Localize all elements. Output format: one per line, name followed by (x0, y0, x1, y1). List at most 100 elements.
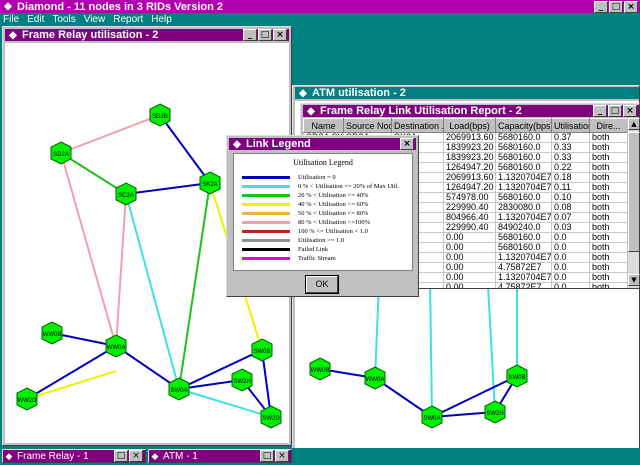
legend-swatch (242, 194, 290, 197)
menu-view[interactable]: View (83, 14, 106, 25)
column-header[interactable]: Destination ... (391, 118, 444, 133)
fr-node-ww0b[interactable]: WW0B (41, 321, 63, 345)
menu-file[interactable]: File (3, 14, 20, 25)
link[interactable] (125, 193, 180, 390)
atm-node-sw0a[interactable]: SW0A (421, 405, 443, 429)
restore-button[interactable]: □ (114, 450, 128, 462)
link[interactable] (261, 349, 272, 418)
fr-node-sd2a[interactable]: SD2A (50, 141, 72, 165)
fr-node-sw0a[interactable]: SW0A (168, 377, 190, 401)
link[interactable] (26, 345, 117, 400)
link[interactable] (115, 193, 127, 347)
atm-node-ww0a[interactable]: WW0A (364, 366, 386, 390)
legend-swatch (242, 239, 290, 242)
link[interactable] (178, 349, 263, 390)
menu-help[interactable]: Help (151, 14, 172, 25)
report-titlebar[interactable]: ◆ Frame Relay Link Utilisation Report - … (303, 105, 639, 117)
fr-node-sd2b[interactable]: SD2B (149, 103, 171, 127)
fr-node-ww2d[interactable]: WW2D (16, 387, 38, 411)
scroll-down-arrow-icon[interactable]: ▼ (628, 274, 640, 286)
link[interactable] (178, 388, 272, 418)
column-header[interactable]: Utilisation (551, 118, 590, 133)
legend-label: 0 % < Utilisation <= 20% of Max Util. (298, 183, 400, 190)
menubar: File Edit Tools View Report Help (0, 13, 640, 26)
legend-label: 80 % < Utilisation <=100% (298, 219, 371, 226)
report-maximize-button[interactable]: □ (608, 105, 622, 117)
report-vertical-scrollbar[interactable]: ▲ ▼ (627, 118, 640, 288)
restore-button[interactable]: □ (260, 450, 274, 462)
link[interactable] (178, 182, 211, 390)
fr-node-sk2a[interactable]: SK2A (199, 171, 221, 195)
link[interactable] (26, 370, 117, 400)
fr-maximize-button[interactable]: □ (258, 29, 272, 41)
close-button[interactable]: × (129, 450, 143, 462)
report-minimize-button[interactable]: _ (593, 105, 607, 117)
table-cell: 1.1320704E7 (495, 182, 552, 193)
legend-item: Utilisation >= 1.0 (234, 236, 412, 245)
atm-node-sw0b[interactable]: SW0B (506, 364, 528, 388)
column-header[interactable]: Dire... (589, 118, 627, 133)
fr-node-sw2d[interactable]: SW2D (260, 405, 282, 429)
fr-node-ww0a[interactable]: WW0A (105, 334, 127, 358)
table-cell: 4.75872E7 (495, 282, 552, 288)
table-cell: 0.33 (551, 152, 590, 163)
window-icon: ◆ (9, 29, 17, 41)
column-header[interactable]: Name (303, 118, 344, 133)
frame-relay-window[interactable]: ◆ Frame Relay utilisation - 2 _ □ × (2, 26, 292, 446)
menu-tools[interactable]: Tools (52, 14, 76, 25)
svg-text:WW0B: WW0B (311, 368, 330, 374)
table-cell: both (589, 162, 627, 173)
menu-edit[interactable]: Edit (27, 14, 45, 25)
legend-item: 80 % < Utilisation <=100% (234, 218, 412, 227)
svg-text:SD2A: SD2A (53, 152, 69, 158)
ok-button[interactable]: OK (305, 275, 339, 294)
link[interactable] (60, 114, 161, 154)
atm-titlebar[interactable]: ◆ ATM utilisation - 2 (295, 87, 639, 99)
legend-close-button[interactable]: × (400, 138, 414, 150)
legend-label: Utilisation = 0 (298, 174, 336, 181)
table-cell: both (589, 262, 627, 273)
link[interactable] (60, 152, 127, 195)
app-minimize-button[interactable]: _ (594, 0, 608, 13)
table-cell: 1839923.20 (443, 152, 496, 163)
fr-node-sw2h[interactable]: SW2H (231, 368, 253, 392)
link[interactable] (51, 332, 117, 347)
link[interactable] (60, 152, 117, 347)
fr-close-button[interactable]: × (273, 29, 287, 41)
minimized-window-label: Frame Relay - 1 (17, 450, 89, 462)
fr-node-sw0b[interactable]: SW0B (251, 338, 273, 362)
minimized-atm-1[interactable]: ◆ ATM - 1 □ × (148, 449, 292, 463)
link[interactable] (125, 182, 211, 195)
link[interactable] (431, 375, 518, 418)
fr-minimize-button[interactable]: _ (243, 29, 257, 41)
menu-report[interactable]: Report (113, 14, 144, 25)
legend-heading: Utilisation Legend (293, 158, 353, 167)
table-cell: 804966.40 (443, 212, 496, 223)
fr-node-sc2a[interactable]: SC2A (115, 182, 137, 206)
atm-node-ww0b[interactable]: WW0B (309, 357, 331, 381)
frame-relay-window-title: Frame Relay utilisation - 2 (22, 29, 159, 41)
table-cell: 1839923.20 (443, 142, 496, 153)
svg-text:WW0A: WW0A (366, 377, 385, 383)
table-cell: both (589, 172, 627, 183)
svg-text:SD2B: SD2B (152, 114, 168, 120)
link[interactable] (159, 114, 211, 184)
table-cell: 0.0 (551, 272, 590, 283)
scroll-up-arrow-icon[interactable]: ▲ (628, 118, 640, 130)
link-legend-dialog[interactable]: ◆ Link Legend × Utilisation Legend Utili… (226, 135, 419, 297)
column-header[interactable]: Capacity(bps) (495, 118, 552, 133)
frame-relay-titlebar[interactable]: ◆ Frame Relay utilisation - 2 _ □ × (5, 29, 289, 41)
minimized-frame-relay-1[interactable]: ◆ Frame Relay - 1 □ × (2, 449, 146, 463)
scrollbar-thumb[interactable] (628, 132, 640, 252)
app-close-button[interactable]: × (624, 0, 638, 13)
table-cell: both (589, 142, 627, 153)
app-maximize-button[interactable]: □ (609, 0, 623, 13)
close-button[interactable]: × (275, 450, 289, 462)
column-header[interactable]: Load(bps) (443, 118, 496, 133)
link[interactable] (115, 345, 180, 390)
atm-node-sw2h[interactable]: SW2H (484, 400, 506, 424)
report-close-button[interactable]: × (623, 105, 637, 117)
legend-titlebar[interactable]: ◆ Link Legend × (229, 138, 416, 150)
table-cell: 0.00 (443, 232, 496, 243)
column-header[interactable]: Source Node (343, 118, 392, 133)
